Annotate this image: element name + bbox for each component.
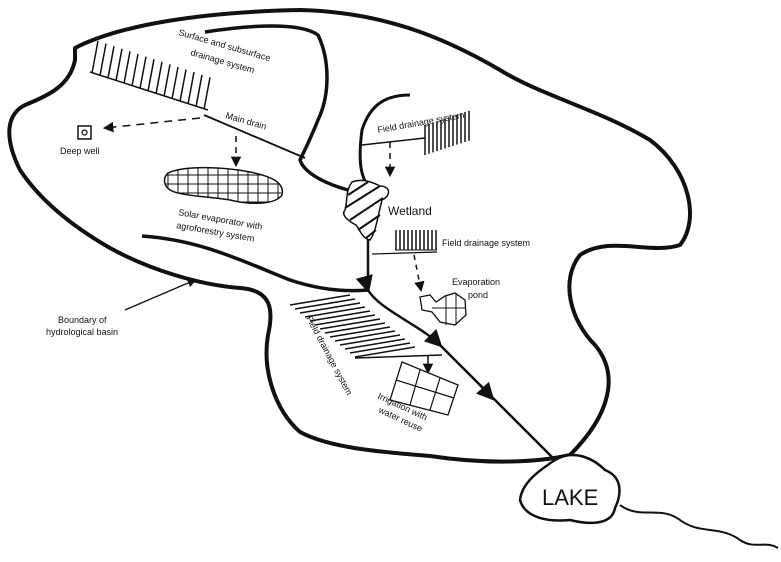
evaporation-pond-shape <box>419 292 467 326</box>
field-drainage-mid-label: Field drainage system <box>442 238 530 248</box>
deep-well-label: Deep well <box>60 146 100 156</box>
field-drainage-top-hatch <box>424 110 470 155</box>
river-outflow <box>619 504 779 549</box>
field-drainage-top-label: Field drainage system <box>377 110 465 135</box>
sub-basin-line-left <box>141 234 369 293</box>
boundary-pointer-arrow <box>124 278 197 311</box>
lake-label: LAKE <box>542 485 598 510</box>
evaporation-pond-label: Evaporation <box>452 277 500 287</box>
main-drain-label: Main drain <box>224 110 267 131</box>
lake-shape <box>518 453 621 525</box>
wetland-label: Wetland <box>388 204 432 218</box>
surface-drainage-hatch <box>91 40 211 110</box>
field-drainage-low-hatch <box>289 294 416 358</box>
boundary-label: Boundary of <box>58 315 107 325</box>
field-drainage-mid-hatch <box>395 230 437 250</box>
boundary-label-2: hydrological basin <box>46 327 118 337</box>
field-drainage-low-label: Field drainage system <box>304 314 354 396</box>
flow-to-deep-well <box>102 117 201 133</box>
solar-evaporator-shape <box>163 166 284 205</box>
sub-basin-line-right <box>358 93 411 192</box>
main-drain-line <box>203 114 306 159</box>
deep-well-icon <box>77 125 92 140</box>
evaporation-pond-label-2: pond <box>468 290 488 300</box>
sub-basin-line-top <box>204 24 349 192</box>
main-stream <box>355 230 556 461</box>
